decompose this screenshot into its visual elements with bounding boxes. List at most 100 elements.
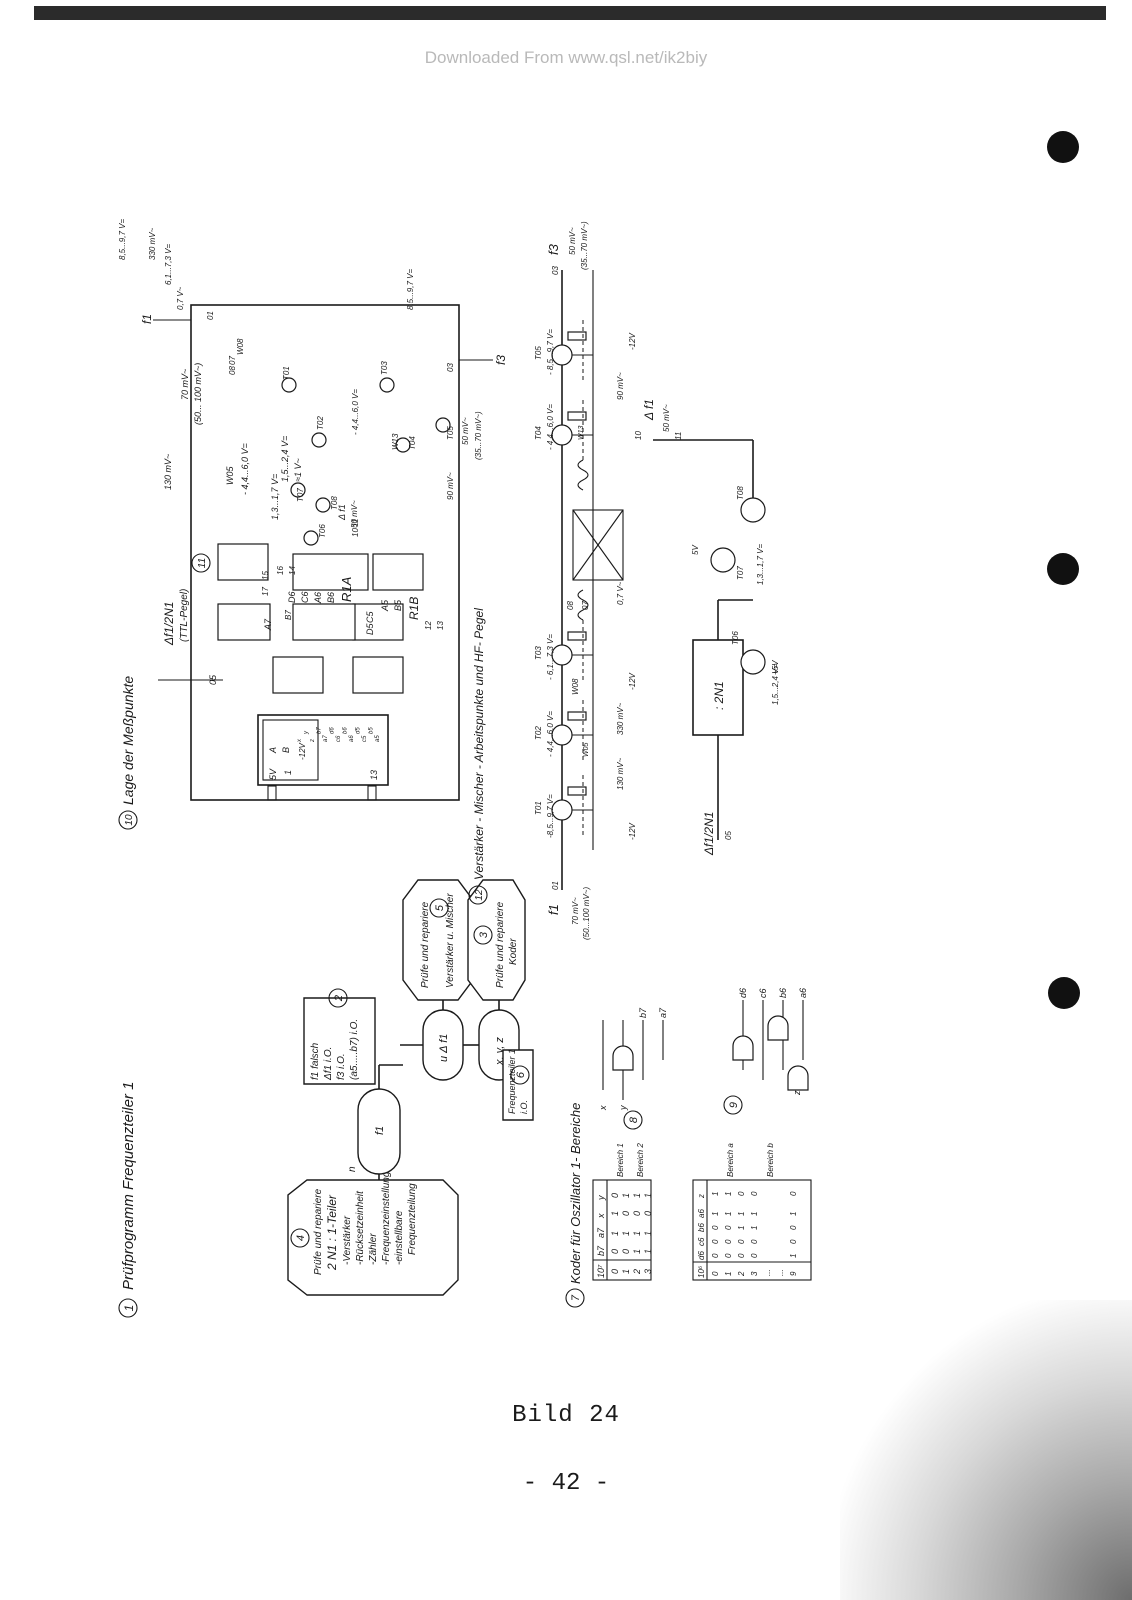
pin-label: 15 — [261, 571, 270, 580]
box-line: -Verstärker — [342, 1215, 353, 1265]
flowchart-section: 1 Prüfprogramm Frequenzteiler 1 4 Prüfe … — [118, 879, 534, 1318]
transistor-label: T07 — [296, 488, 305, 502]
truth-table-9: 10⁶ d6 c6 b6 a6 z 0000111000112001103001… — [692, 1143, 812, 1281]
transistor-t06 — [740, 649, 766, 675]
pin-label: 13 — [436, 621, 445, 630]
voltage-label: - 8,5...9,7 V= — [546, 329, 555, 375]
table-cell: 1 — [711, 1192, 720, 1196]
box-line: Koder — [508, 938, 519, 965]
box-line: Frequenzteiler 1 — [507, 1049, 517, 1114]
table-cell: 1 — [789, 1212, 798, 1216]
table-number-circle — [723, 1095, 743, 1115]
table-number-circle — [623, 1110, 643, 1130]
test-point-id: 01 — [206, 311, 215, 320]
voltage-label: 50 mV~ — [461, 417, 470, 445]
pin-label: d6 — [330, 727, 336, 734]
ic-label: A6 — [313, 592, 323, 604]
test-point-label: Δ f1 — [337, 504, 347, 521]
table-cell: 0 — [621, 1211, 631, 1216]
table-cell: 1 — [643, 1249, 653, 1254]
range-label: Bereich a — [726, 1143, 735, 1177]
gate-diagram-8: x y b7 a7 — [598, 1007, 668, 1111]
pin-label: 11 — [674, 432, 683, 440]
box-line: -Frequenzeinstellung — [381, 1171, 392, 1265]
amplifier-mixer-section: 12 Verstärker - Mischer - Arbeitspunkte … — [468, 221, 780, 940]
pin-label: a5 — [375, 735, 381, 742]
box-line: 2 N1 : 1-Teiler — [325, 1194, 339, 1271]
range-label: Bereich 1 — [616, 1143, 625, 1177]
table-cell: 1 — [711, 1212, 720, 1216]
section-number-circle — [565, 1288, 585, 1308]
coder-title: Koder für Oszillator 1- Bereiche — [568, 1103, 583, 1284]
box-line: Prüfe und repariere — [495, 901, 506, 988]
table-header: 10⁷ — [596, 1264, 606, 1278]
box-line: (a5.....b7) i.O. — [349, 1019, 360, 1080]
voltage-label: 0,7 V~ — [176, 286, 185, 310]
section-number-circle — [191, 553, 211, 573]
voltage-label: 1,5...2,4 V= — [771, 664, 780, 705]
box-number: 5 — [434, 904, 446, 911]
gate-label: c6 — [758, 988, 768, 998]
ic-label: B7 — [284, 610, 293, 620]
pin-label: x — [297, 738, 303, 743]
box-line: f3 i.O. — [336, 1053, 347, 1080]
box-number-circle — [328, 988, 348, 1008]
transistor-label: T07 — [736, 566, 745, 580]
mixer-bridge — [572, 509, 624, 581]
resistor-symbol — [567, 331, 587, 341]
range-label: Bereich 2 — [636, 1143, 645, 1177]
box-number: 3 — [478, 931, 490, 938]
voltage-label: 130 mV~ — [163, 454, 173, 490]
pin-label: a7 — [323, 735, 329, 742]
table-cell: 9 — [789, 1271, 798, 1276]
pin-label: c6 — [336, 735, 342, 742]
table-cell: 1 — [632, 1231, 642, 1236]
box-line: Prüfe und repariere — [313, 1188, 324, 1275]
table-cell: 1 — [632, 1249, 642, 1254]
decision-label: f1 — [374, 1126, 386, 1135]
box-repair-koder — [467, 879, 526, 1001]
ic-chip — [217, 543, 269, 581]
table-cell: 0 — [750, 1253, 759, 1258]
voltage-label: 8,5...9,7 V= — [406, 269, 415, 310]
ic-chip — [372, 553, 424, 591]
table-cell: 1 — [724, 1212, 733, 1216]
voltage-label: (35...70 mV~) — [474, 411, 483, 460]
watermark: Downloaded From www.qsl.net/ik2biy — [424, 48, 708, 67]
ic-chip — [272, 656, 324, 694]
voltage-label: ≈1 V~ — [293, 458, 303, 482]
pin-label: 12 — [424, 621, 433, 630]
box-line: -Zähler — [368, 1233, 379, 1265]
table-cell: 1 — [610, 1231, 620, 1236]
test-point-id: 07 — [581, 601, 590, 610]
transistor-label: T06 — [318, 524, 327, 538]
table-cell: 0 — [724, 1225, 733, 1230]
voltage-label: 50 mV~ — [662, 404, 671, 432]
table-number: 8 — [628, 1116, 640, 1123]
box-line: Frequenzteilung — [407, 1183, 418, 1255]
ic-label: D6 — [287, 591, 297, 603]
output-label: f3 — [546, 243, 561, 255]
transistor-label: T05 — [534, 346, 543, 360]
test-point-label: Δf1/2N1 — [162, 602, 176, 646]
transistor-symbol — [551, 799, 573, 821]
resistor-symbol — [567, 711, 587, 721]
voltage-label: 130 mV~ — [616, 757, 625, 790]
gate-label: x — [598, 1105, 608, 1111]
table-cell: 0 — [737, 1239, 746, 1244]
test-point-label: (TTL-Pegel) — [179, 589, 190, 642]
table-header: a7 — [596, 1227, 606, 1238]
voltage-label: +5V — [771, 660, 780, 675]
table-cell: 0 — [632, 1211, 642, 1216]
table-cell: 0 — [750, 1191, 759, 1196]
voltage-label: -12V — [628, 332, 637, 350]
voltage-label: -12V — [628, 672, 637, 690]
table-cell: 0 — [737, 1191, 746, 1196]
amplifier-stages — [551, 320, 593, 835]
table-cell: 2 — [632, 1269, 642, 1275]
transistor-label: T05 — [446, 426, 455, 440]
voltage-label: - 4,4...6,0 V= — [351, 389, 360, 435]
voltage-label: 1,3...1,7 V= — [270, 474, 280, 520]
voltage-label: 70 mV~ — [571, 897, 580, 925]
